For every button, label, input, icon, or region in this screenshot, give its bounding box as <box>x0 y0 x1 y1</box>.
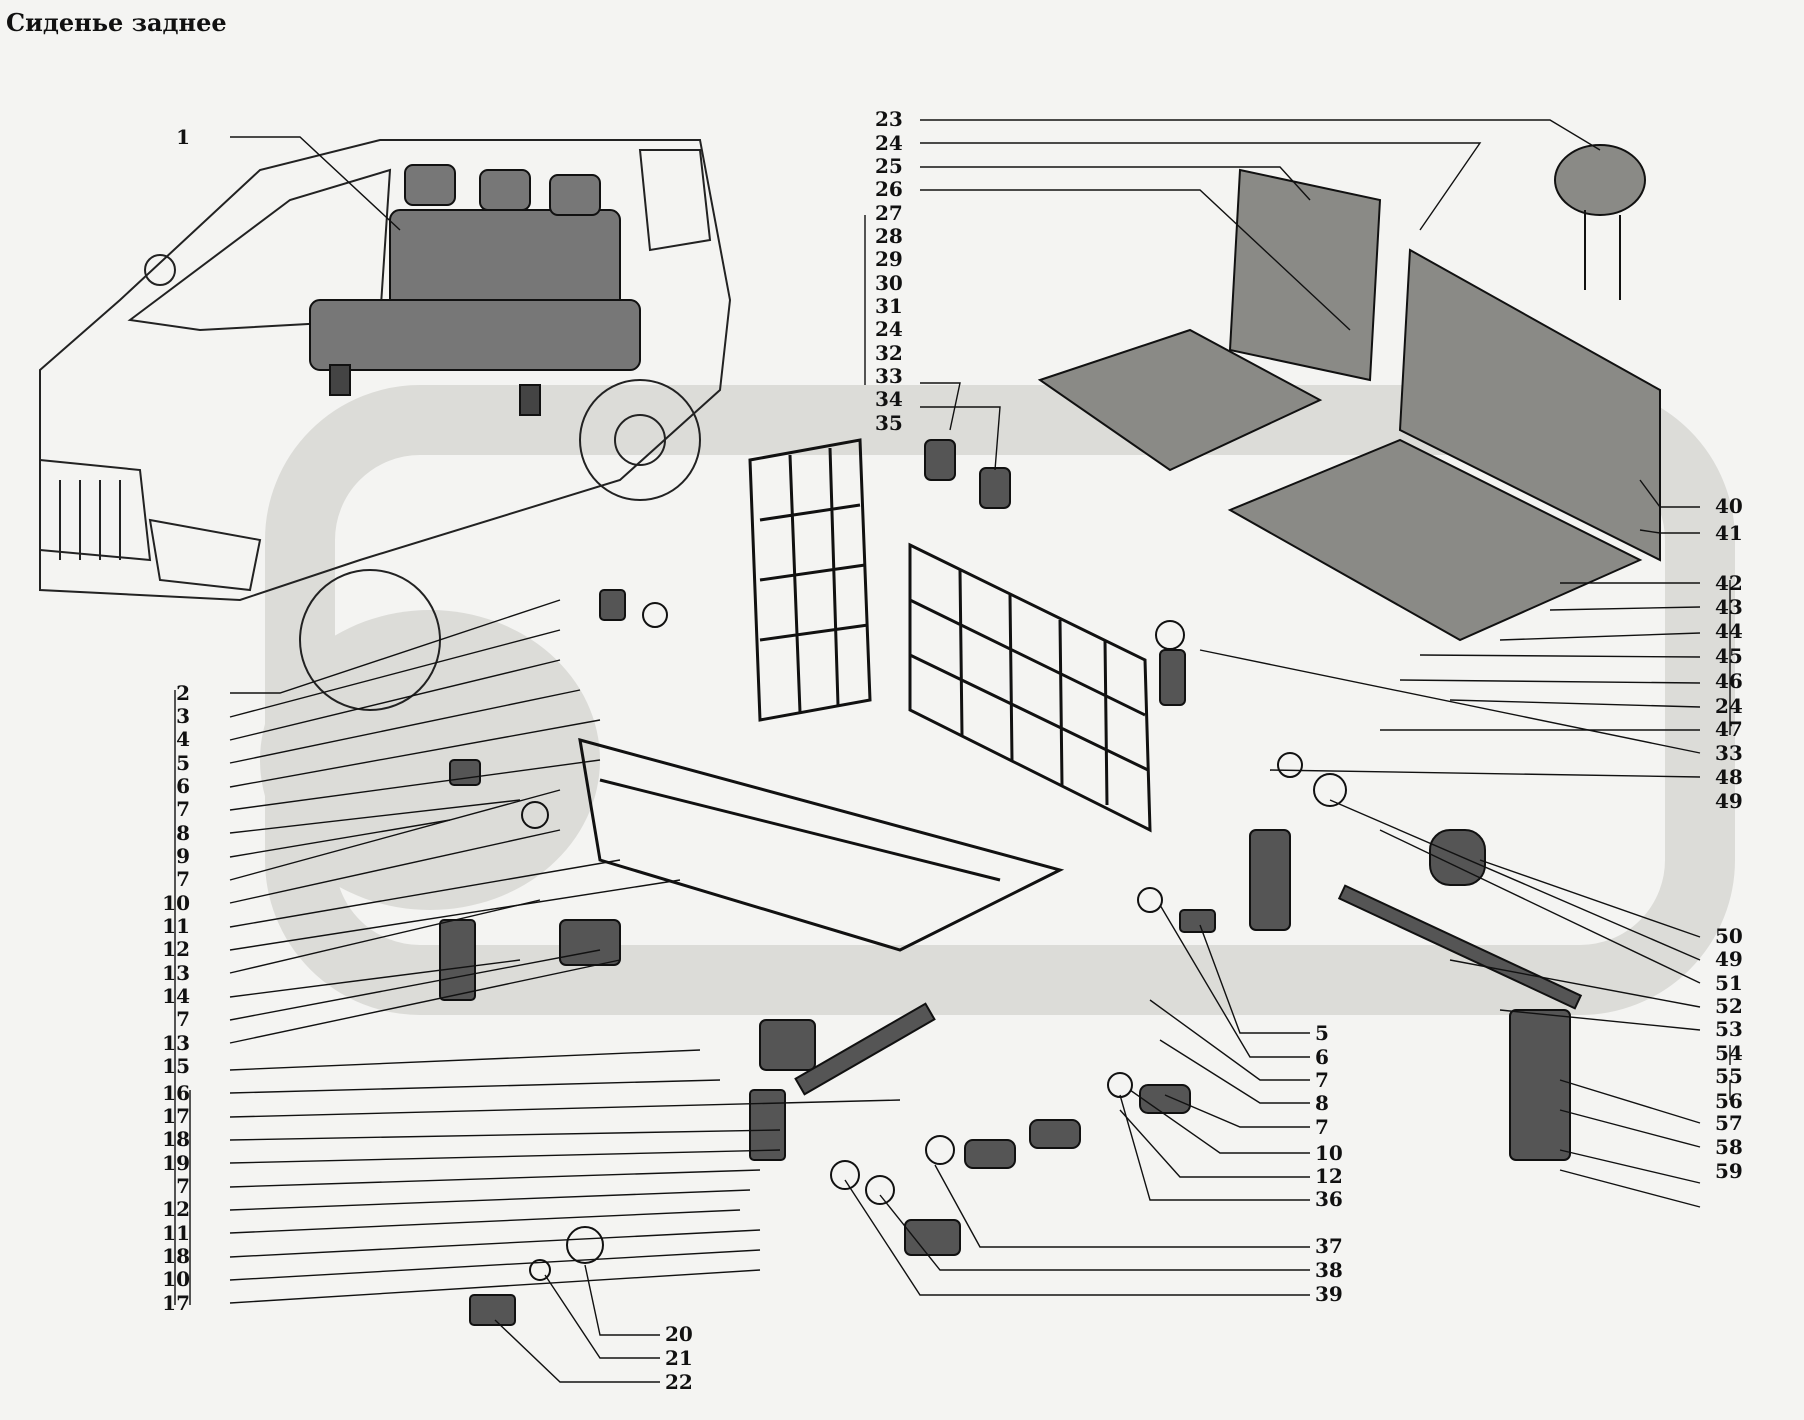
callout-16: 16 <box>162 1081 190 1105</box>
callout-59: 59 <box>1715 1159 1743 1183</box>
callout-27: 27 <box>875 201 903 225</box>
callout-7: 7 <box>1315 1068 1329 1092</box>
callout-7: 7 <box>176 797 190 821</box>
callout-41: 41 <box>1715 521 1743 545</box>
callout-10: 10 <box>162 1267 190 1291</box>
callout-44: 44 <box>1715 619 1743 643</box>
callout-51: 51 <box>1715 971 1743 995</box>
seat-cushions <box>1037 144 1661 642</box>
callout-29: 29 <box>875 247 903 271</box>
callout-57: 57 <box>1715 1111 1743 1135</box>
callout-3: 3 <box>176 704 190 728</box>
callout-8: 8 <box>1315 1091 1329 1115</box>
callout-43: 43 <box>1715 595 1743 619</box>
callout-7: 7 <box>1315 1115 1329 1139</box>
page-title: Сиденье заднее <box>6 8 227 37</box>
callout-17: 17 <box>162 1291 190 1315</box>
callout-5: 5 <box>176 751 190 775</box>
callout-9: 9 <box>176 844 190 868</box>
callout-49: 49 <box>1715 789 1743 813</box>
callout-2: 2 <box>176 681 190 705</box>
callout-32: 32 <box>875 341 903 365</box>
callout-17: 17 <box>162 1104 190 1128</box>
callout-56: 56 <box>1715 1089 1743 1113</box>
callout-58: 58 <box>1715 1135 1743 1159</box>
callout-11: 11 <box>162 914 190 938</box>
callout-28: 28 <box>875 224 903 248</box>
callout-6: 6 <box>1315 1045 1329 1069</box>
callout-25: 25 <box>875 154 903 178</box>
callout-36: 36 <box>1315 1187 1343 1211</box>
callout-15: 15 <box>162 1054 190 1078</box>
vehicle-outline <box>39 139 732 711</box>
callout-48: 48 <box>1715 765 1743 789</box>
callout-24: 24 <box>875 131 903 155</box>
seat-frames <box>578 438 1152 952</box>
callout-18: 18 <box>162 1244 190 1268</box>
callout-26: 26 <box>875 177 903 201</box>
callout-42: 42 <box>1715 571 1743 595</box>
watermark-logo <box>260 385 1735 1015</box>
callout-4: 4 <box>176 727 190 751</box>
callout-33: 33 <box>875 364 903 388</box>
installed-rear-seat <box>309 164 641 416</box>
leader-lines <box>174 119 1731 1383</box>
callout-39: 39 <box>1315 1282 1343 1306</box>
callout-7: 7 <box>176 867 190 891</box>
callout-34: 34 <box>875 387 903 411</box>
callout-53: 53 <box>1715 1017 1743 1041</box>
callout-12: 12 <box>162 937 190 961</box>
callout-24: 24 <box>875 317 903 341</box>
callout-50: 50 <box>1715 924 1743 948</box>
callout-47: 47 <box>1715 717 1743 741</box>
callout-10: 10 <box>1315 1141 1343 1165</box>
callout-22: 22 <box>665 1370 693 1394</box>
callout-13: 13 <box>162 1031 190 1055</box>
callout-7: 7 <box>176 1174 190 1198</box>
callout-12: 12 <box>162 1197 190 1221</box>
callout-38: 38 <box>1315 1258 1343 1282</box>
callout-30: 30 <box>875 271 903 295</box>
callout-19: 19 <box>162 1151 190 1175</box>
callout-13: 13 <box>162 961 190 985</box>
callout-14: 14 <box>162 984 190 1008</box>
callout-49: 49 <box>1715 947 1743 971</box>
callout-45: 45 <box>1715 644 1743 668</box>
callout-35: 35 <box>875 411 903 435</box>
callout-21: 21 <box>665 1346 693 1370</box>
callout-1: 1 <box>176 125 190 149</box>
callout-54: 54 <box>1715 1041 1743 1065</box>
callout-18: 18 <box>162 1127 190 1151</box>
callout-37: 37 <box>1315 1234 1343 1258</box>
callout-24: 24 <box>1715 694 1743 718</box>
callout-40: 40 <box>1715 494 1743 518</box>
callout-52: 52 <box>1715 994 1743 1018</box>
callout-23: 23 <box>875 107 903 131</box>
callout-6: 6 <box>176 774 190 798</box>
callout-7: 7 <box>176 1007 190 1031</box>
callout-20: 20 <box>665 1322 693 1346</box>
callout-31: 31 <box>875 294 903 318</box>
hardware-parts <box>439 439 1583 1326</box>
callout-12: 12 <box>1315 1164 1343 1188</box>
callout-11: 11 <box>162 1221 190 1245</box>
callout-55: 55 <box>1715 1064 1743 1088</box>
callout-46: 46 <box>1715 669 1743 693</box>
callout-8: 8 <box>176 821 190 845</box>
callout-5: 5 <box>1315 1021 1329 1045</box>
callout-33: 33 <box>1715 741 1743 765</box>
callout-10: 10 <box>162 891 190 915</box>
